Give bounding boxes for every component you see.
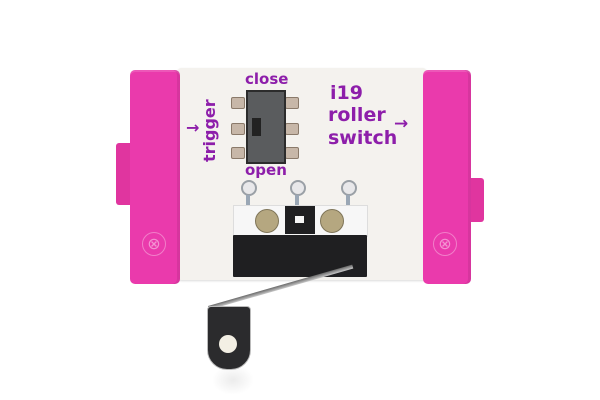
micro-switch-body — [233, 235, 367, 277]
solder-pad — [231, 123, 245, 135]
solder-pad — [231, 147, 245, 159]
lever-hole — [219, 335, 237, 353]
solder-pad — [285, 123, 299, 135]
close-label: close — [245, 70, 289, 88]
open-label: open — [245, 161, 287, 179]
lever-reflection — [212, 365, 254, 395]
slide-switch-knob[interactable] — [252, 118, 261, 136]
switch-pin-leg — [346, 195, 350, 205]
solder-pad — [285, 97, 299, 109]
switch-pin-leg — [295, 195, 299, 205]
left-magnet-connector: ⊗ — [130, 70, 180, 284]
output-arrow-icon: → — [394, 114, 409, 134]
switch-pin — [341, 180, 357, 196]
trigger-label: trigger — [200, 99, 219, 162]
module-id-label: i19 — [330, 82, 363, 104]
solder-pad — [231, 97, 245, 109]
actuator-slot — [285, 206, 315, 234]
slide-switch[interactable] — [246, 90, 286, 164]
switch-pin — [241, 180, 257, 196]
mount-hole — [320, 209, 344, 233]
module-name-line2: switch — [328, 127, 398, 149]
mount-hole — [255, 209, 279, 233]
micro-switch-top — [233, 205, 368, 237]
solder-pad — [285, 147, 299, 159]
right-magnet-connector: ⊗ — [423, 70, 471, 284]
switch-pin — [290, 180, 306, 196]
trigger-arrow-icon: → — [186, 118, 200, 137]
right-connector-tab — [468, 178, 484, 222]
screw-mark-icon: ⊗ — [433, 232, 457, 256]
switch-pin-leg — [246, 195, 250, 205]
module-name-line1: roller — [328, 104, 386, 126]
left-connector-tab — [116, 143, 134, 205]
roller-lever-tab[interactable] — [207, 306, 251, 370]
screw-mark-icon: ⊗ — [142, 232, 166, 256]
